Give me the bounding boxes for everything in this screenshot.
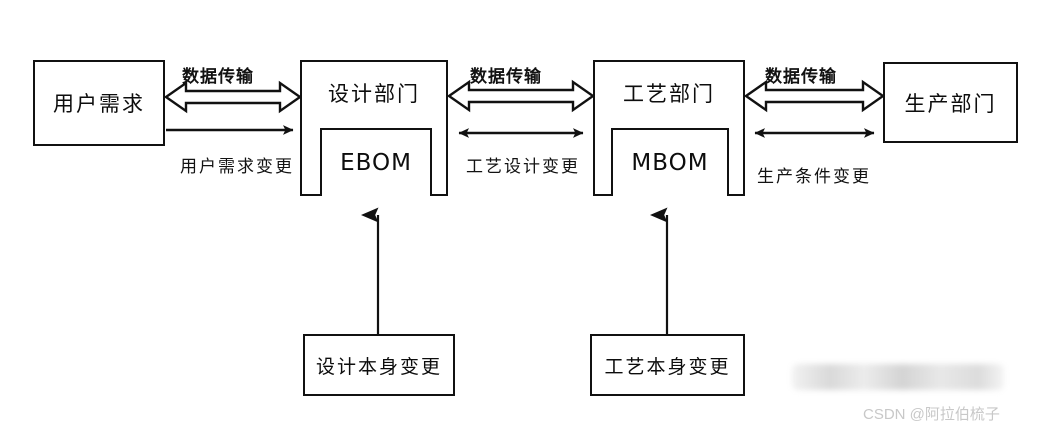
node-user-requirement[interactable]: 用户需求 (33, 60, 165, 146)
edge-data-transmission-1 (163, 80, 303, 114)
node-process-change[interactable]: 工艺本身变更 (590, 334, 745, 396)
node-mbom[interactable]: MBOM (611, 128, 729, 196)
node-ebom-label: EBOM (340, 150, 412, 176)
edge-label-data-transmission-1: 数据传输 (182, 67, 254, 87)
edge-label-user-requirement-change: 用户需求变更 (180, 157, 294, 177)
node-production-dept[interactable]: 生产部门 (883, 62, 1018, 143)
edge-label-data-transmission-2: 数据传输 (470, 67, 542, 87)
node-process-change-label: 工艺本身变更 (604, 355, 731, 378)
node-ebom[interactable]: EBOM (320, 128, 432, 196)
node-production-dept-label: 生产部门 (904, 91, 997, 116)
node-design-change-label: 设计本身变更 (315, 355, 442, 378)
node-process-dept-label: 工艺部门 (623, 82, 715, 106)
edge-label-data-transmission-3: 数据传输 (765, 67, 837, 87)
node-design-dept-label: 设计部门 (328, 82, 420, 106)
edge-label-process-design-change: 工艺设计变更 (466, 157, 580, 177)
node-design-change[interactable]: 设计本身变更 (303, 334, 455, 396)
edge-label-production-condition-change: 生产条件变更 (757, 167, 871, 187)
blurred-region (792, 364, 1004, 390)
csdn-watermark: CSDN @阿拉伯梳子 (863, 406, 1000, 423)
node-user-requirement-label: 用户需求 (53, 92, 145, 116)
node-mbom-label: MBOM (631, 150, 709, 176)
